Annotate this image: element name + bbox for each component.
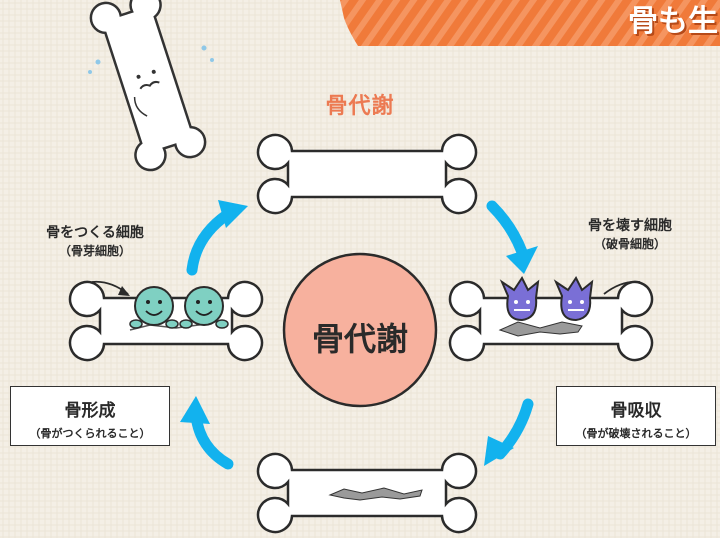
bone-formation-label: 骨形成 — [64, 401, 116, 421]
cycle-arrowheads — [180, 200, 538, 466]
osteoblast-cell-icon — [179, 286, 229, 329]
bone-right-erosion — [498, 321, 583, 337]
center-circle — [282, 252, 438, 408]
osteoclast-cell-icon — [553, 276, 594, 322]
title-banner — [340, 0, 720, 46]
osteoclast-cell-icon — [499, 276, 540, 322]
pointer-arrow-right — [603, 280, 641, 295]
osteoblast-label: 骨をつくる細胞 — [46, 225, 144, 241]
bone-formation-box: 骨形成 （骨がつくられること） — [10, 386, 170, 446]
bone-right — [448, 280, 654, 362]
bone-resorption-label: 骨吸収 — [610, 401, 662, 421]
osteoclast-label: 骨を壊す細胞 — [588, 218, 672, 234]
bone-top — [256, 133, 478, 215]
banner-text: 骨も生 — [628, 4, 718, 39]
bone-resorption-sublabel: （骨が破壊されること） — [575, 427, 697, 440]
bone-mascot-icon — [89, 0, 207, 172]
osteoblast-sublabel: （骨芽細胞） — [58, 244, 131, 258]
bone-formation-sublabel: （骨がつくられること） — [29, 427, 151, 440]
bone-resorption-box: 骨吸収 （骨が破壊されること） — [556, 386, 716, 446]
sweat-drops-icon — [88, 45, 214, 74]
bone-bottom-erosion — [328, 487, 423, 501]
section-title: 骨代謝 — [325, 94, 395, 119]
center-label: 骨代謝 — [311, 320, 408, 358]
osteoclast-sublabel: （破骨細胞） — [593, 237, 666, 251]
osteoblast-cell-icon — [129, 286, 179, 329]
